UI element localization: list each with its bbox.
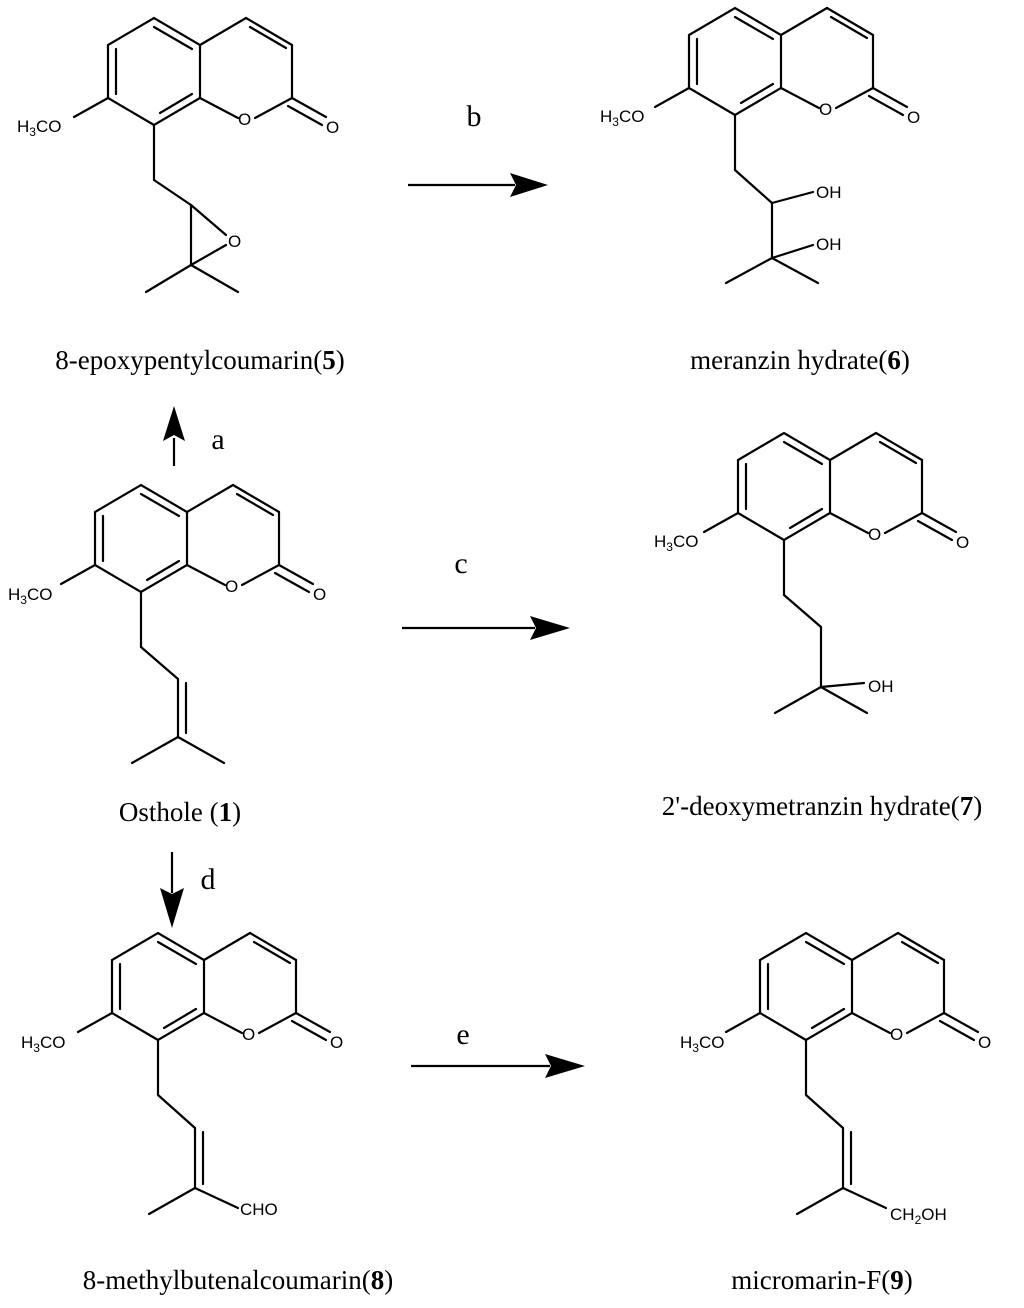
compound-5-name: 8-epoxypentylcoumarin(5): [55, 345, 344, 375]
ring-oxygen: O: [819, 100, 832, 119]
reaction-arrow-c: c: [402, 547, 570, 640]
compound-7-structure: O O H3CO OH: [654, 431, 969, 715]
carbonyl-oxygen: O: [978, 1033, 991, 1052]
hydroxyl-label: OH: [816, 235, 842, 254]
ring-oxygen: O: [225, 577, 238, 596]
compound-6-structure: O O H3CO OH OH: [600, 6, 920, 285]
hydroxyl-label: OH: [868, 677, 894, 696]
hydroxyl-label: OH: [816, 183, 842, 202]
reaction-label-b: b: [467, 100, 482, 133]
carbonyl-oxygen: O: [330, 1033, 343, 1052]
compound-5-structure: O O H3CO O: [17, 16, 339, 294]
reaction-arrow-d: d: [160, 852, 216, 928]
carbonyl-oxygen: O: [326, 118, 339, 137]
ring-oxygen: O: [890, 1025, 903, 1044]
compound-8-name: 8-methylbutenalcoumarin(8): [83, 1265, 393, 1295]
carbonyl-oxygen: O: [956, 533, 969, 552]
compound-1-structure: O O H3CO: [8, 483, 326, 765]
methoxy-label: H3CO: [17, 117, 61, 139]
methoxy-label: H3CO: [21, 1033, 65, 1055]
reaction-label-a: a: [211, 423, 224, 456]
compound-9-name: micromarin-F(9): [731, 1265, 912, 1295]
reaction-label-c: c: [454, 547, 467, 580]
reaction-label-d: d: [201, 863, 216, 896]
methoxy-label: H3CO: [600, 107, 644, 129]
epoxide-oxygen: O: [228, 232, 241, 251]
ring-oxygen: O: [868, 525, 881, 544]
methoxy-label: H3CO: [8, 585, 52, 607]
hydroxymethyl-label: CH2OH: [890, 1205, 947, 1227]
compound-9-structure: O O H3CO CH2OH: [680, 931, 991, 1227]
reaction-arrow-a: a: [163, 406, 225, 466]
ring-oxygen: O: [242, 1025, 255, 1044]
methoxy-label: H3CO: [654, 532, 698, 554]
reaction-arrow-e: e: [411, 1018, 585, 1078]
carbonyl-oxygen: O: [907, 108, 920, 127]
carbonyl-oxygen: O: [313, 585, 326, 604]
methoxy-label: H3CO: [680, 1033, 724, 1055]
ring-oxygen: O: [238, 110, 251, 129]
compound-6-name: meranzin hydrate(6): [690, 345, 910, 375]
compound-1-name: Osthole (1): [119, 797, 241, 827]
compound-7-name: 2'-deoxymetranzin hydrate(7): [662, 791, 983, 821]
reaction-label-e: e: [456, 1018, 469, 1051]
reaction-arrow-b: b: [408, 100, 548, 197]
compound-8-structure: O O H3CO CHO: [21, 931, 343, 1219]
aldehyde-label: CHO: [240, 1200, 278, 1219]
